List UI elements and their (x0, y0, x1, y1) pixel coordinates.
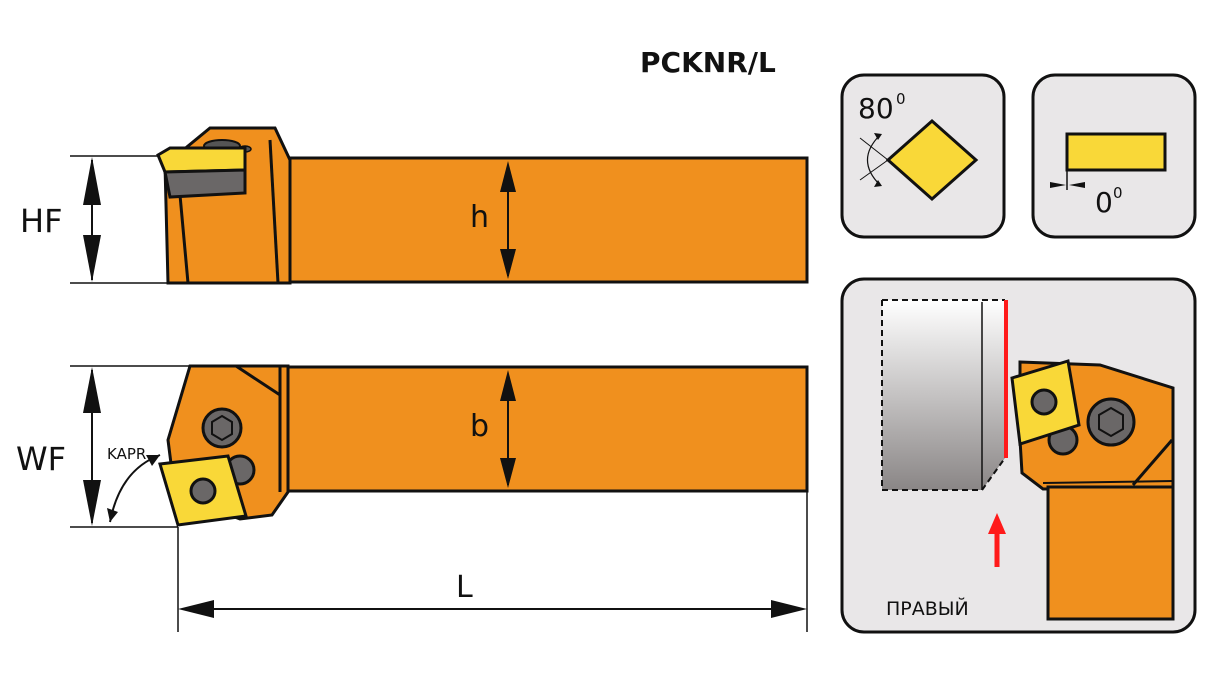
insert-screw (189, 477, 217, 505)
kapr-label: KAPR (107, 445, 146, 463)
rhombic-insert-icon (885, 118, 979, 202)
clearance-angle-value: 0 (1095, 186, 1113, 219)
shank-application (1046, 485, 1175, 621)
hex-socket-icon (211, 414, 233, 442)
top-view: WF KAPR b L (16, 364, 809, 632)
shank-top (283, 365, 809, 493)
hand-label: ПРАВЫЙ (886, 597, 969, 620)
shank-side (283, 156, 809, 284)
clamp-screw-top (201, 407, 243, 449)
insert-angle-degree: 0 (896, 90, 906, 108)
clamp-screw-application (1086, 397, 1136, 447)
insert-side (156, 146, 247, 174)
wf-label: WF (16, 440, 66, 478)
l-label: L (456, 570, 473, 605)
b-label: b (470, 409, 489, 444)
shim-side (163, 168, 247, 199)
clearance-angle-degree: 0 (1113, 184, 1123, 202)
clearance-angle-panel: 0 0 (1031, 73, 1197, 239)
insert-profile-icon (1065, 132, 1167, 172)
h-label: h (470, 200, 489, 235)
h-dimension-arrow (500, 161, 516, 279)
insert-shape-panel: 80 0 (840, 73, 1006, 239)
application-panel: ПРАВЫЙ (840, 277, 1197, 634)
b-dimension-arrow (500, 370, 516, 488)
workpiece (882, 300, 1005, 490)
l-dimension-arrow (178, 600, 807, 618)
hf-label: HF (20, 202, 62, 240)
hf-dimension-arrow (83, 157, 101, 282)
insert-angle-value: 80 (858, 92, 894, 125)
feed-direction-arrow (988, 513, 1006, 567)
product-code-title: PCKNR/L (640, 46, 776, 79)
wf-dimension-arrow (83, 367, 101, 526)
angle-arc-icon (866, 134, 881, 186)
side-view: HF h (20, 126, 809, 285)
